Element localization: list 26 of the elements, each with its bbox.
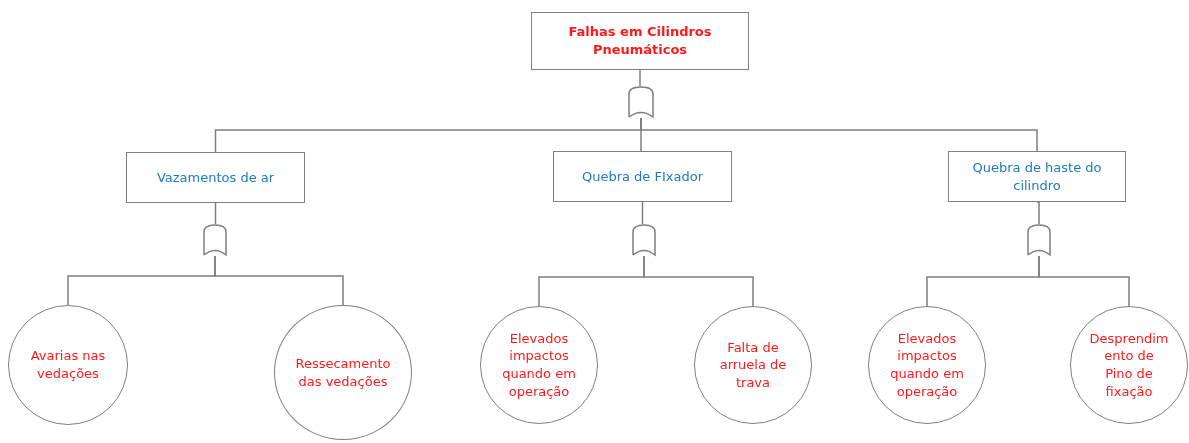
connector-line (641, 201, 644, 225)
connector-line (214, 255, 344, 306)
event-title: Quebra de FIxador (580, 167, 705, 186)
event-title: Falhas em Cilindros Pneumáticos (567, 23, 713, 59)
event-text: Avarias nas vedações (29, 347, 107, 383)
event-text: Elevados impactos quando em operação (501, 329, 577, 401)
event-text: Ressecamento das vedações (294, 354, 392, 391)
event-box (948, 151, 1126, 202)
event-box (531, 12, 749, 70)
or-gate-symbol (1027, 224, 1051, 256)
connector-line (643, 255, 754, 307)
event-box (553, 151, 732, 202)
connector-line (214, 202, 217, 225)
or-gate-symbol (632, 224, 656, 256)
event-box (126, 152, 305, 203)
or-gate-symbol (203, 224, 227, 256)
event-title: Quebra de haste do cilindro (971, 158, 1103, 195)
connector-line (1038, 255, 1130, 307)
connector-line (639, 69, 641, 87)
connector-line (640, 117, 1038, 152)
event-text: Desprendimento de Pino de fixação (1089, 329, 1169, 401)
connector-line (1036, 201, 1040, 225)
or-gate-symbol (628, 86, 654, 118)
event-text: Falta de arruela de trava (718, 338, 788, 392)
event-title: Vazamentos de ar (155, 168, 276, 187)
event-text: Elevados impactos quando em operação (889, 329, 965, 401)
